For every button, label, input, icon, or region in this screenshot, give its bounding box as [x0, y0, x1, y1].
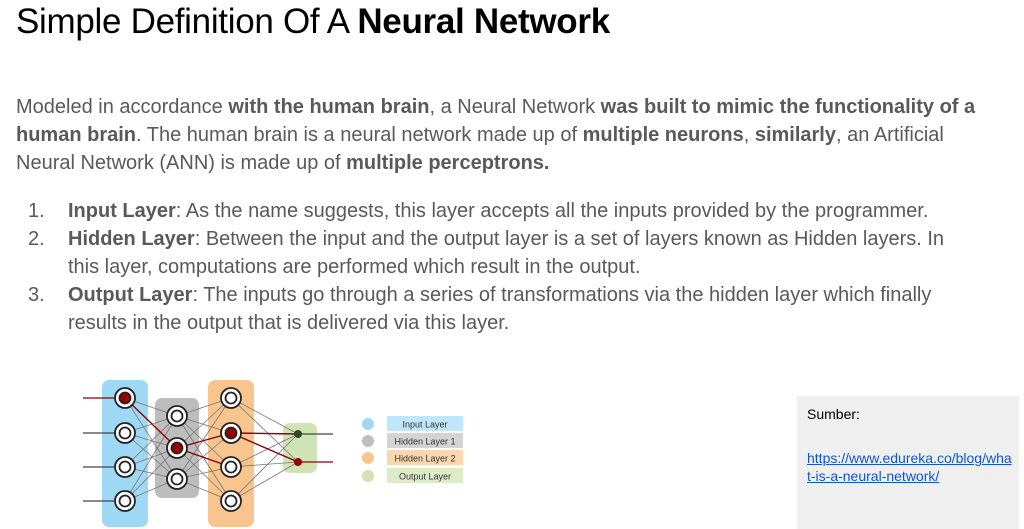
intro-emphasis: multiple perceptrons. — [346, 152, 550, 174]
connection-line — [176, 397, 232, 449]
legend-dot — [362, 452, 374, 464]
intro-paragraph: Modeled in accordance with the human bra… — [16, 93, 976, 177]
legend-swatch — [387, 468, 463, 483]
intro-text: , — [743, 124, 755, 146]
connection-line — [230, 433, 299, 468]
intro-text: , an Artificial Neural Network (ANN) is … — [16, 124, 944, 174]
connection-line — [230, 397, 299, 463]
list-term: Output Layer — [68, 284, 193, 306]
connection-line — [124, 415, 178, 468]
source-label: Sumber: — [807, 406, 860, 422]
connection-line — [176, 447, 232, 502]
hidden-1-neuron-core — [170, 472, 184, 486]
title-bold: Neural Network — [357, 2, 610, 41]
hidden-1-neuron-core — [170, 409, 184, 423]
legend-swatch — [387, 450, 463, 465]
connection-line — [230, 461, 299, 468]
intro-text: . The human brain is a neural network ma… — [136, 124, 583, 146]
list-term: Input Layer — [68, 200, 176, 222]
active-connection-line — [230, 432, 299, 435]
intro-emphasis: similarly — [754, 124, 836, 146]
intro-emphasis: with the human brain — [228, 96, 430, 118]
output-layer-band — [283, 423, 317, 473]
legend-label: Output Layer — [399, 472, 451, 482]
list-text: : The inputs go through a series of tran… — [68, 284, 932, 334]
intro-text: , a Neural Network — [429, 96, 601, 118]
hidden-1-neuron-core — [170, 441, 184, 455]
legend-label: Hidden Layer 1 — [394, 437, 455, 447]
legend-dot — [362, 418, 374, 430]
source-link[interactable]: https://www.edureka.co/blog/what-is-a-ne… — [807, 450, 1012, 484]
page-title: Simple Definition Of A Neural Network — [16, 2, 610, 42]
layer-list: 1. Input Layer: As the name suggests, thi… — [16, 197, 976, 337]
legend-label: Input Layer — [402, 420, 447, 430]
list-item: 1. Input Layer: As the name suggests, thi… — [16, 197, 976, 225]
connection-line — [230, 461, 299, 502]
output-neuron — [294, 458, 302, 466]
title-regular: Simple Definition Of A — [16, 2, 358, 41]
input-layer-band — [102, 380, 148, 527]
legend-dot — [362, 470, 374, 482]
hidden-2-neuron-core — [224, 391, 238, 405]
input-neuron-core — [118, 391, 132, 405]
connection-line — [176, 415, 232, 468]
intro-emphasis: was built to mimic the functionality of … — [16, 96, 976, 146]
connection-line — [124, 415, 178, 502]
connection-line — [124, 432, 178, 480]
connection-line — [176, 415, 232, 502]
list-number: 3. — [28, 284, 45, 306]
active-connection-line — [230, 432, 299, 463]
hidden-2-neuron-core — [224, 494, 238, 508]
legend-label: Hidden Layer 2 — [394, 454, 455, 464]
source-box: Sumber: https://www.edureka.co/blog/what… — [797, 396, 1019, 529]
intro-text: Modeled in accordance — [16, 96, 229, 118]
connection-line — [124, 397, 178, 480]
legend-swatch — [387, 416, 463, 431]
active-connection-line — [124, 397, 178, 449]
input-neuron-core — [118, 426, 132, 440]
legend-swatch — [387, 433, 463, 448]
connection-line — [176, 397, 232, 480]
list-item: 2. Hidden Layer: Between the input and th… — [16, 225, 976, 281]
connection-line — [176, 432, 232, 480]
list-number: 1. — [28, 200, 45, 222]
output-neuron — [294, 430, 302, 438]
list-text: : Between the input and the output layer… — [68, 228, 945, 278]
connection-line — [230, 433, 299, 502]
list-item: 3. Output Layer: The inputs go through a … — [16, 281, 976, 337]
list-term: Hidden Layer — [68, 228, 195, 250]
connection-line — [124, 447, 178, 502]
legend-dot — [362, 435, 374, 447]
hidden-2-neuron-core — [224, 426, 238, 440]
intro-emphasis: multiple neurons — [582, 124, 744, 146]
input-neuron-core — [118, 494, 132, 508]
list-number: 2. — [28, 228, 45, 250]
list-text: : As the name suggests, this layer accep… — [175, 200, 929, 222]
input-neuron-core — [118, 460, 132, 474]
hidden-2-neuron-core — [224, 460, 238, 474]
connection-line — [230, 397, 299, 435]
